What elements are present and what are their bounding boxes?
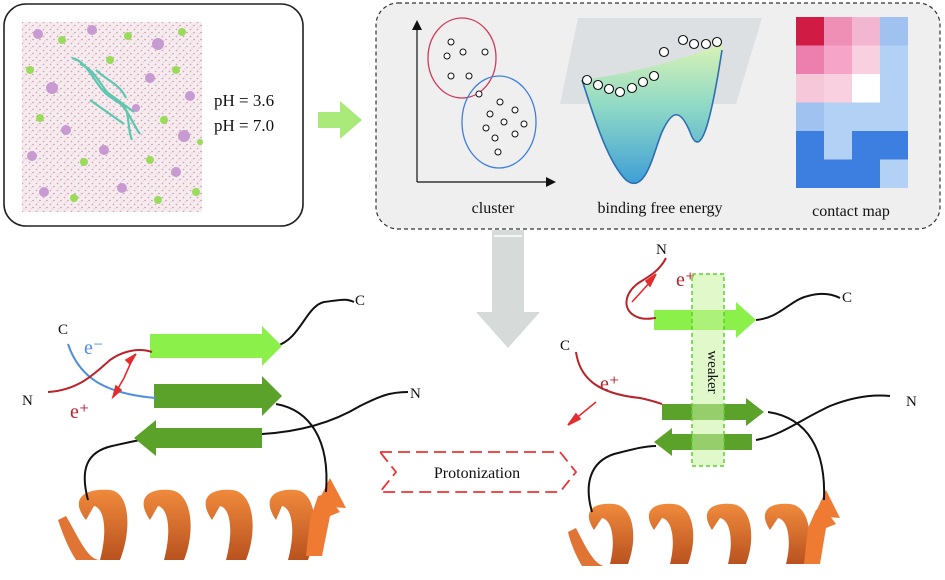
contact-map-cell — [824, 17, 852, 46]
right-e-plus-mid-label: e⁺ — [600, 373, 619, 395]
weaker-label: weaker — [704, 350, 720, 393]
contact-map-cell — [796, 74, 824, 103]
contact-map-cell — [880, 45, 908, 74]
contact-map-cell — [852, 102, 880, 131]
weaker-highlight — [691, 273, 725, 467]
left-structure: C N C N e⁻ e⁺ — [22, 293, 421, 560]
contact-map-cell — [880, 159, 908, 188]
left-c-top-label: C — [355, 293, 365, 309]
right-c-left-label: C — [560, 338, 570, 354]
contact-map-cell — [796, 102, 824, 131]
cluster-ellipse-blue — [461, 75, 537, 169]
cluster-plot: cluster — [412, 17, 556, 217]
contact-map-cell — [852, 74, 880, 103]
right-structure: weaker N C C N e⁺ e⁺ — [560, 242, 917, 566]
contact-map — [796, 17, 908, 188]
left-strand-top — [150, 326, 282, 366]
contact-map-cell — [880, 131, 908, 160]
right-positive-terminus-top — [625, 257, 667, 320]
left-n-label: N — [22, 393, 33, 409]
left-c-label: C — [58, 322, 68, 338]
right-n-top-label: N — [656, 242, 667, 258]
left-helix — [58, 478, 346, 560]
contact-map-cell — [824, 74, 852, 103]
flow-arrow-icon — [318, 101, 362, 139]
negative-terminus — [67, 343, 157, 399]
contact-map-cell — [824, 159, 852, 188]
ph-label-2: pH = 7.0 — [214, 116, 274, 135]
contact-map-cell — [824, 131, 852, 160]
left-n-right-label: N — [410, 386, 421, 402]
helix-arrowhead-icon — [316, 478, 346, 508]
right-e-plus-top-label: e⁺ — [676, 269, 695, 291]
contact-map-cell — [796, 131, 824, 160]
contact-map-cell — [824, 102, 852, 131]
contact-map-cell — [824, 45, 852, 74]
contact-map-cell — [852, 45, 880, 74]
contact-map-label: contact map — [812, 203, 890, 220]
right-helix-arrowhead-icon — [814, 490, 840, 518]
protein-ribbon — [71, 56, 141, 141]
positive-terminus — [47, 349, 153, 393]
right-positive-terminus-mid — [575, 351, 663, 405]
ion-spheres — [26, 25, 203, 204]
protonization-arrow: Protonization — [378, 451, 578, 493]
water-box-snapshot — [22, 22, 202, 212]
right-n-right-label: N — [906, 394, 917, 410]
contact-map-cell — [880, 17, 908, 46]
contact-map-cell — [880, 102, 908, 131]
repulsion-arrows-icon — [567, 273, 657, 426]
down-arrow-icon — [476, 230, 540, 348]
contact-map-cell — [880, 74, 908, 103]
left-strand-middle — [154, 376, 282, 416]
free-energy-plot: binding free energy — [560, 18, 762, 217]
contact-map-cell — [852, 159, 880, 188]
ph-label-1: pH = 3.6 — [214, 91, 274, 110]
attraction-arrows-icon — [111, 353, 137, 400]
right-c-top-label: C — [842, 290, 852, 306]
contact-map-cell — [852, 17, 880, 46]
analysis-panel: cluster binding free energy contact map — [375, 2, 941, 230]
contact-map-cell — [796, 159, 824, 188]
simulation-panel: pH = 3.6 pH = 7.0 — [3, 3, 304, 227]
protonization-label: Protonization — [434, 465, 520, 482]
free-energy-label: binding free energy — [598, 200, 723, 217]
cluster-label: cluster — [472, 200, 515, 217]
e-plus-label: e⁺ — [70, 401, 89, 423]
left-strand-bottom — [134, 420, 262, 456]
contact-map-cell — [796, 45, 824, 74]
e-minus-label: e⁻ — [84, 337, 103, 359]
cluster-ellipse-red — [427, 17, 497, 99]
contact-map-cell — [796, 17, 824, 46]
contact-map-cell — [852, 131, 880, 160]
right-helix — [568, 490, 840, 566]
